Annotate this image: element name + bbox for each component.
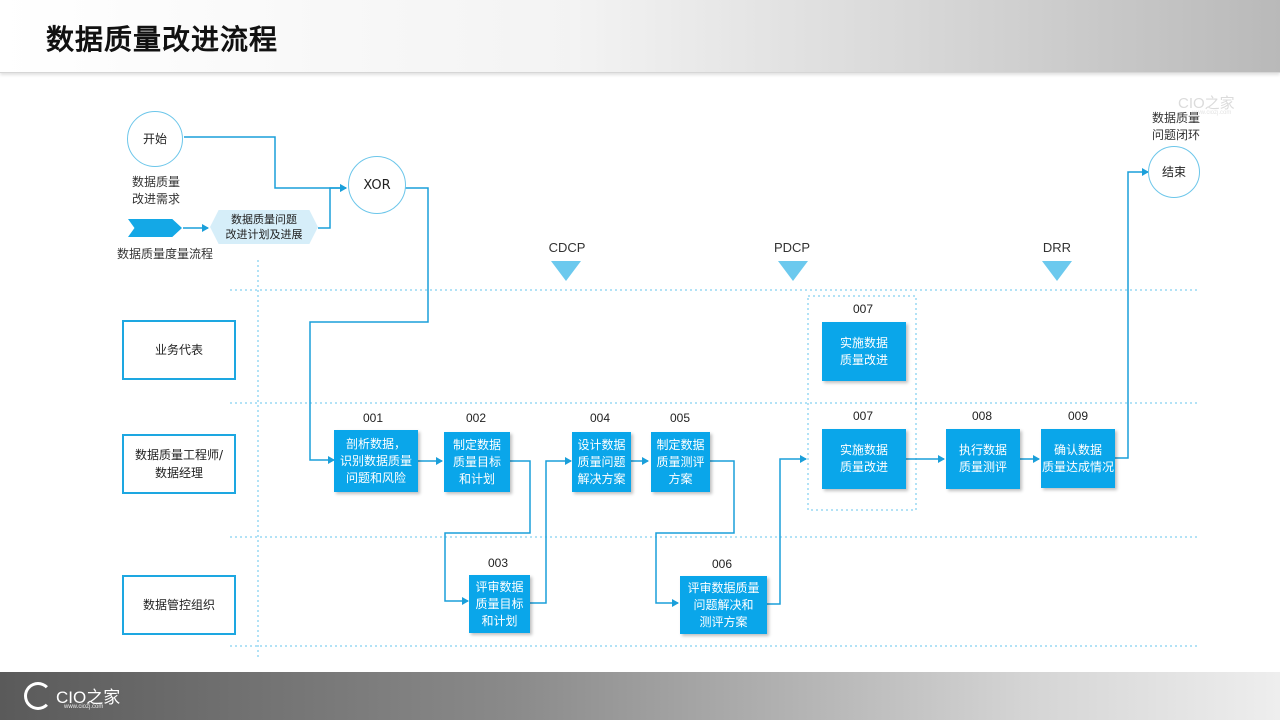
- role-governance-org: 数据管控组织: [122, 575, 236, 635]
- xor-gateway: XOR: [348, 156, 406, 214]
- step-box-004: 设计数据 质量问题 解决方案: [572, 432, 631, 492]
- step-number: 004: [589, 411, 611, 425]
- gate-label-drr: DRR: [1042, 240, 1072, 255]
- connector-003-004: [530, 457, 572, 604]
- step-number: 007: [852, 409, 874, 423]
- step-number: 007: [852, 302, 874, 316]
- step-number: 002: [465, 411, 487, 425]
- watermark-logo: CIO之家: [1178, 95, 1235, 112]
- step-number: 009: [1067, 409, 1089, 423]
- gate-label-pdcp: PDCP: [773, 240, 811, 255]
- improvement-plan-node: 数据质量问题 改进计划及进展: [210, 210, 318, 244]
- start-node: 开始: [127, 111, 183, 167]
- step-number: 005: [669, 411, 691, 425]
- footer-logo-text: CIO之家: [56, 688, 121, 707]
- cio-logo-icon: [24, 682, 52, 710]
- connector-006-007: [767, 455, 807, 605]
- role-business-rep: 业务代表: [122, 320, 236, 380]
- header-bar: 数据质量改进流程: [0, 0, 1280, 73]
- step-box-007-engineer: 实施数据 质量改进: [822, 429, 906, 489]
- connector-009-end: [1115, 168, 1149, 459]
- step-box-008: 执行数据 质量测评: [946, 429, 1020, 489]
- step-box-006: 评审数据质量 问题解决和 测评方案: [680, 576, 767, 634]
- end-node: 结束: [1148, 146, 1200, 198]
- measure-process-caption: 数据质量度量流程: [116, 247, 213, 261]
- gate-marker-pdcp: [778, 261, 808, 281]
- step-007-frame: [807, 295, 917, 511]
- end-caption: 数据质量 问题闭环: [1151, 111, 1200, 142]
- footer-bar: CIO之家 www.ciozj.com: [0, 672, 1280, 720]
- step-number: 001: [362, 411, 384, 425]
- step-number: 003: [487, 556, 509, 570]
- gate-marker-cdcp: [551, 261, 581, 281]
- role-dq-engineer: 数据质量工程师/ 数据经理: [122, 434, 236, 494]
- connector-002-003: [444, 460, 531, 605]
- page-title: 数据质量改进流程: [46, 23, 279, 56]
- footer-logo-url: www.ciozj.com: [64, 704, 104, 710]
- connector-005-006: [655, 460, 735, 607]
- step-box-007-business: 实施数据 质量改进: [822, 322, 906, 381]
- step-box-001: 剖析数据， 识别数据质量 问题和风险: [334, 430, 418, 492]
- measure-process-arrow: [128, 219, 182, 237]
- step-number: 006: [711, 557, 733, 571]
- step-box-003: 评审数据 质量目标 和计划: [469, 575, 530, 633]
- step-box-002: 制定数据 质量目标 和计划: [444, 432, 510, 492]
- step-box-005: 制定数据 质量测评 方案: [651, 432, 710, 492]
- connector-start-xor: [184, 136, 347, 192]
- step-number: 008: [971, 409, 993, 423]
- start-caption: 数据质量 改进需求: [131, 175, 180, 206]
- connector-xor-001: [309, 187, 429, 464]
- gate-marker-drr: [1042, 261, 1072, 281]
- watermark-url: www.ciozj.com: [1192, 110, 1232, 116]
- step-box-009: 确认数据 质量达成情况: [1041, 429, 1115, 488]
- connector-hex-xor: [318, 184, 347, 229]
- gate-label-cdcp: CDCP: [548, 240, 586, 255]
